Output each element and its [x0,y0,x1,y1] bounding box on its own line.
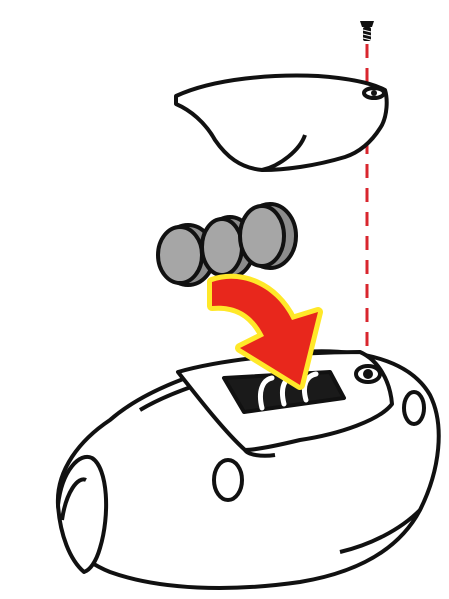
coin-battery-icon [240,204,296,268]
coin-cell-batteries [158,204,296,285]
device-body [58,351,439,588]
screw-icon [360,21,374,41]
battery-cover [176,76,387,170]
